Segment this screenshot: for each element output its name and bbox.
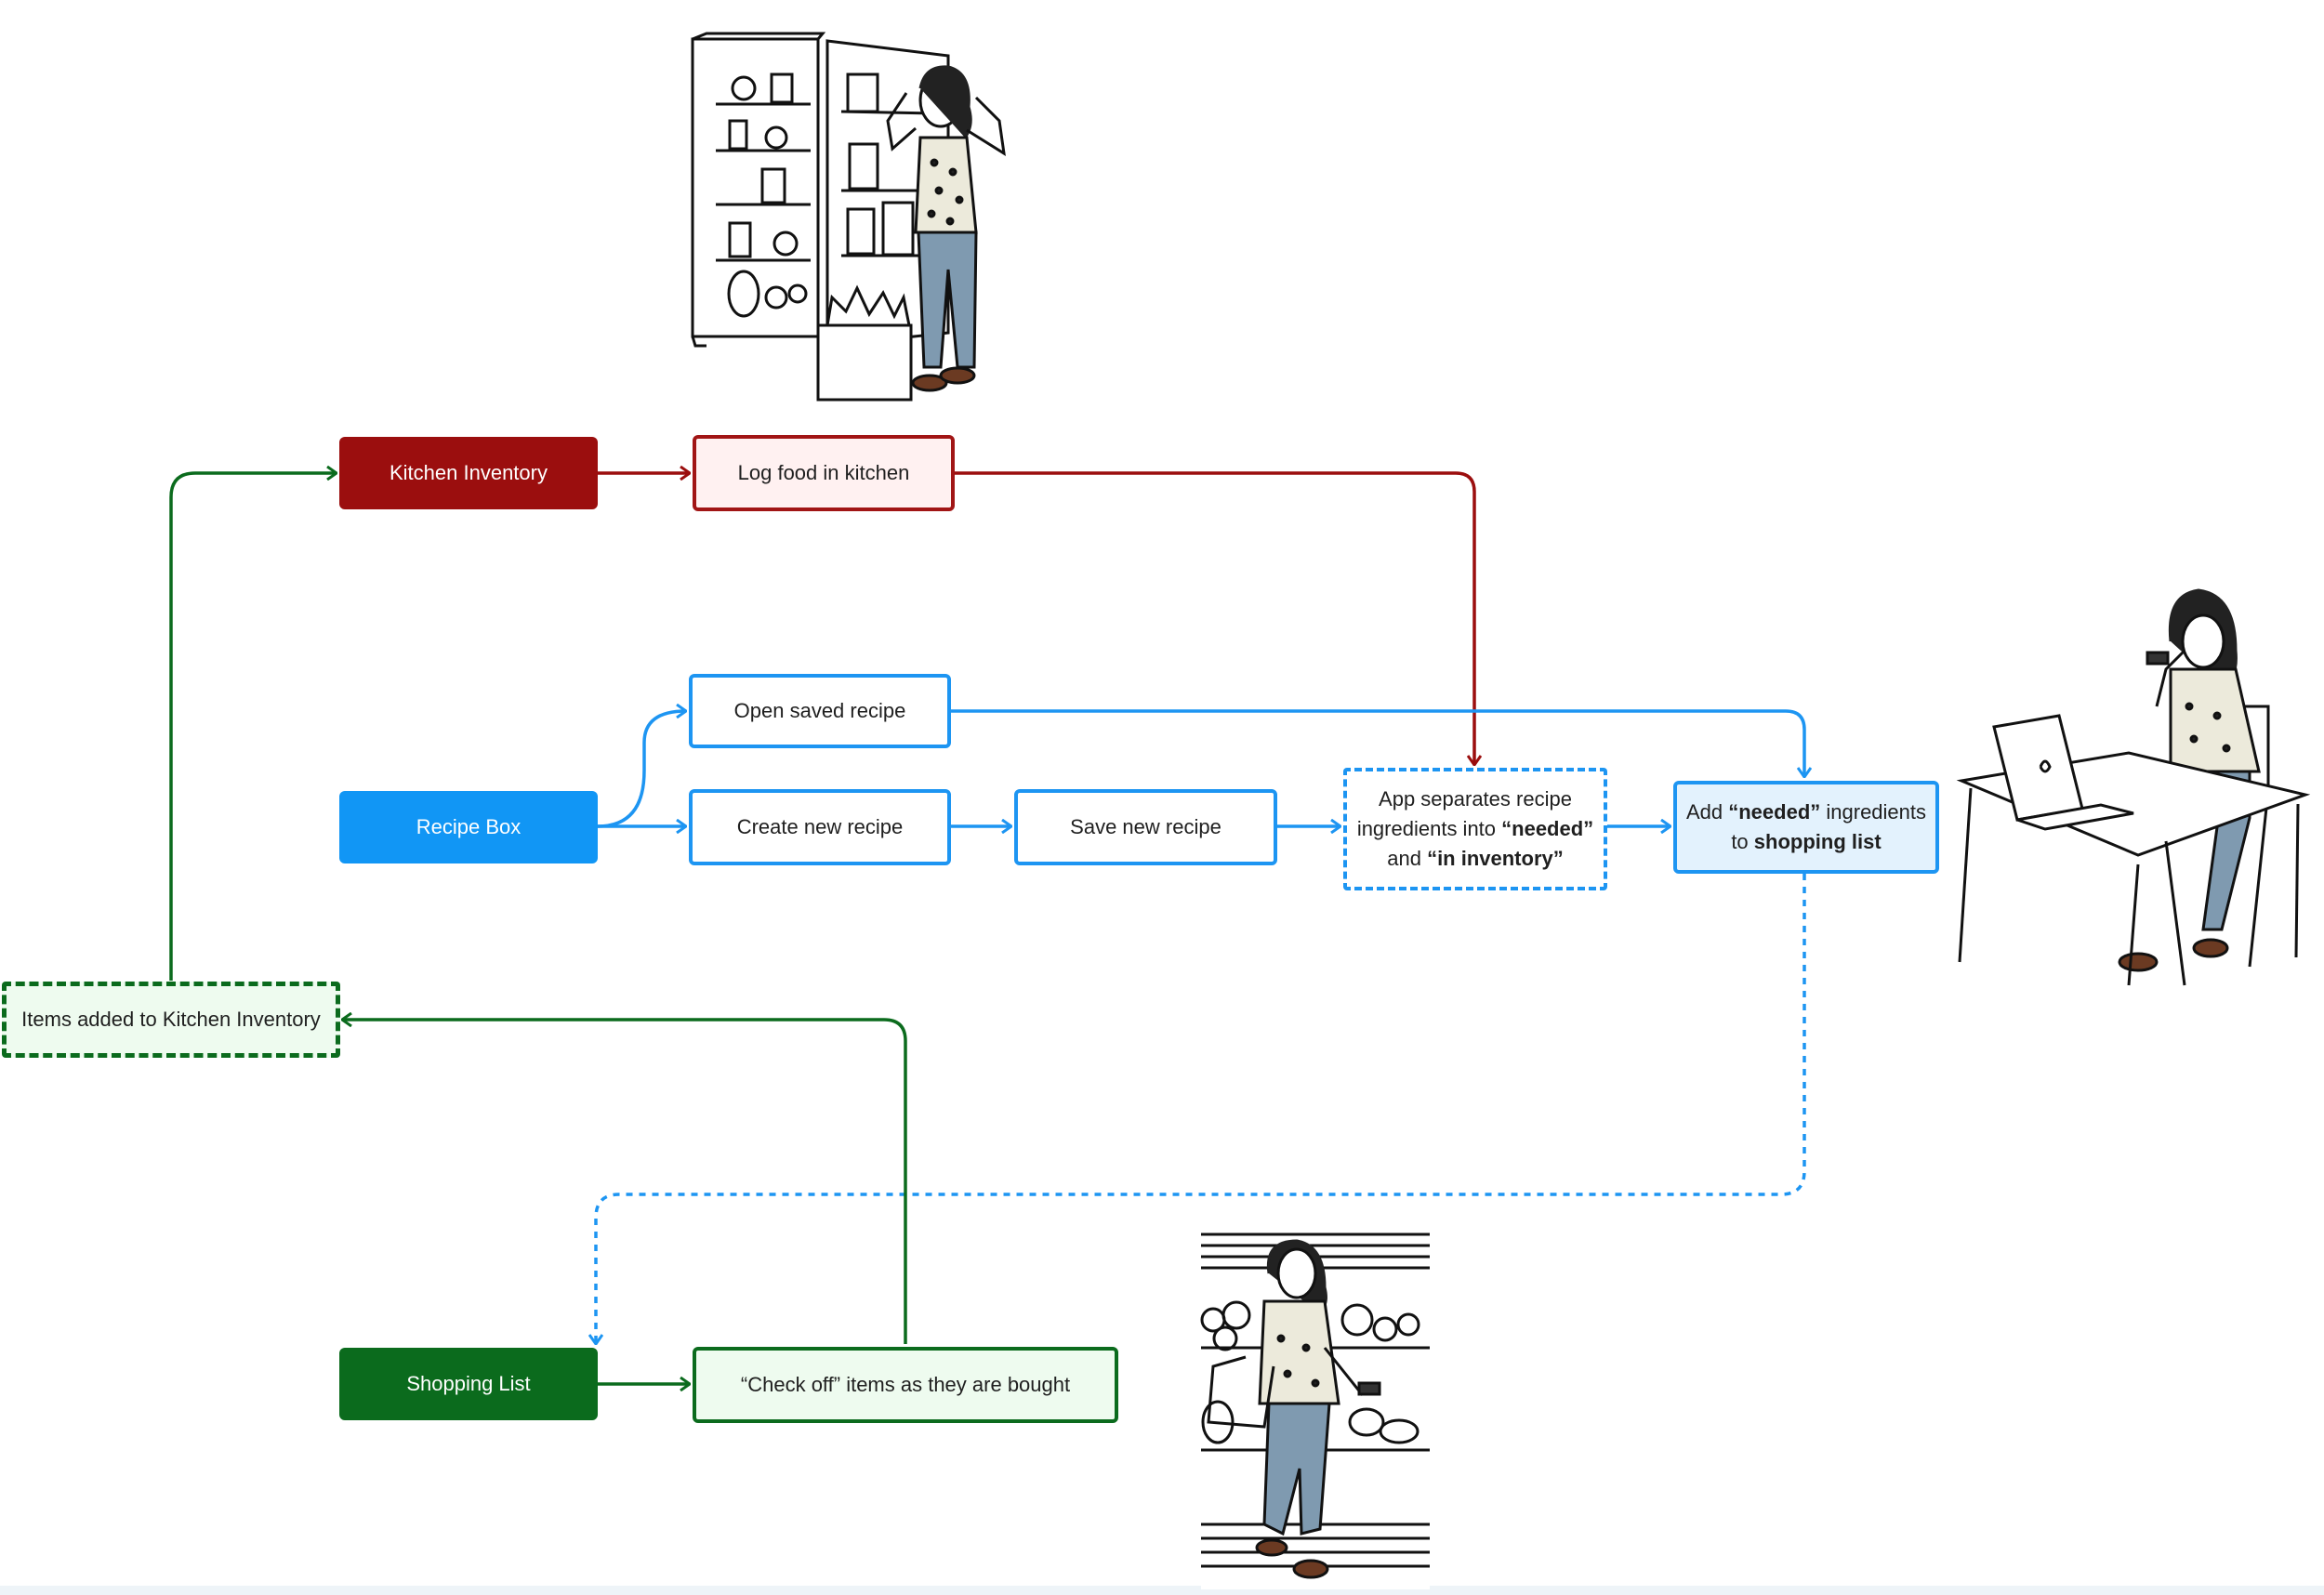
check-off-label: “Check off” items as they are bought (740, 1373, 1071, 1396)
open-saved-recipe-node[interactable]: Open saved recipe (689, 674, 951, 748)
open-saved-recipe-label: Open saved recipe (733, 699, 906, 722)
add-needed-line1: Add “needed” ingredients (1686, 798, 1926, 827)
items-added-label: Items added to Kitchen Inventory (21, 1008, 321, 1031)
kitchen-inventory-node[interactable]: Kitchen Inventory (339, 437, 598, 509)
desk-scene-illustration (1956, 588, 2311, 986)
save-new-recipe-label: Save new recipe (1070, 815, 1221, 838)
connector-items-added-to-kitchen-inventory (169, 473, 337, 981)
check-off-node[interactable]: “Check off” items as they are bought (693, 1347, 1118, 1423)
add-needed-line1-pre: Add (1685, 800, 1729, 824)
shopping-list-node[interactable]: Shopping List (339, 1348, 598, 1420)
create-new-recipe-node[interactable]: Create new recipe (689, 789, 951, 865)
recipe-box-node[interactable]: Recipe Box (339, 791, 598, 863)
add-needed-line2-pre: to (1731, 830, 1754, 853)
connector-add-needed-to-shopping-list (596, 874, 1806, 1344)
add-needed-node[interactable]: Add “needed” ingredients to shopping lis… (1673, 781, 1939, 874)
items-added-node[interactable]: Items added to Kitchen Inventory (2, 982, 340, 1058)
add-needed-line1-post: ingredients (1820, 800, 1927, 824)
app-separates-line1: App separates recipe (1379, 787, 1572, 811)
connector-check-off-to-items-added (342, 1020, 907, 1344)
connector-recipe-box-to-open-saved (597, 711, 686, 828)
create-new-recipe-label: Create new recipe (736, 815, 904, 838)
app-separates-line3-text: and (1387, 847, 1428, 870)
shopping-list-label: Shopping List (406, 1372, 531, 1395)
recipe-box-label: Recipe Box (416, 815, 522, 838)
kitchen-inventory-label: Kitchen Inventory (390, 461, 548, 484)
add-needed-text: Add “needed” ingredients to shopping lis… (1686, 798, 1926, 857)
add-needed-needed-term: “needed” (1728, 800, 1821, 824)
app-separates-line2: ingredients into “needed” (1357, 814, 1593, 844)
log-food-node[interactable]: Log food in kitchen (693, 435, 955, 511)
app-separates-text: App separates recipe ingredients into “n… (1357, 784, 1593, 874)
save-new-recipe-node[interactable]: Save new recipe (1014, 789, 1277, 865)
log-food-label: Log food in kitchen (737, 461, 910, 484)
app-separates-in-inventory-term: “in inventory” (1427, 847, 1564, 870)
canvas-bottom-edge (0, 1586, 2324, 1595)
grocery-scene-illustration (1200, 1232, 1430, 1589)
connector-open-saved-to-add-needed (950, 709, 1804, 777)
refrigerator-scene-illustration (691, 32, 1006, 402)
connector-log-to-app-separates (954, 471, 1474, 765)
add-needed-shopping-list-term: shopping list (1753, 830, 1882, 853)
app-separates-line3: and “in inventory” (1357, 844, 1593, 874)
app-separates-line2-text: ingredients into (1356, 817, 1502, 840)
app-separates-node[interactable]: App separates recipe ingredients into “n… (1343, 768, 1607, 890)
add-needed-line2: to shopping list (1686, 827, 1926, 857)
app-separates-needed-term: “needed” (1501, 817, 1594, 840)
